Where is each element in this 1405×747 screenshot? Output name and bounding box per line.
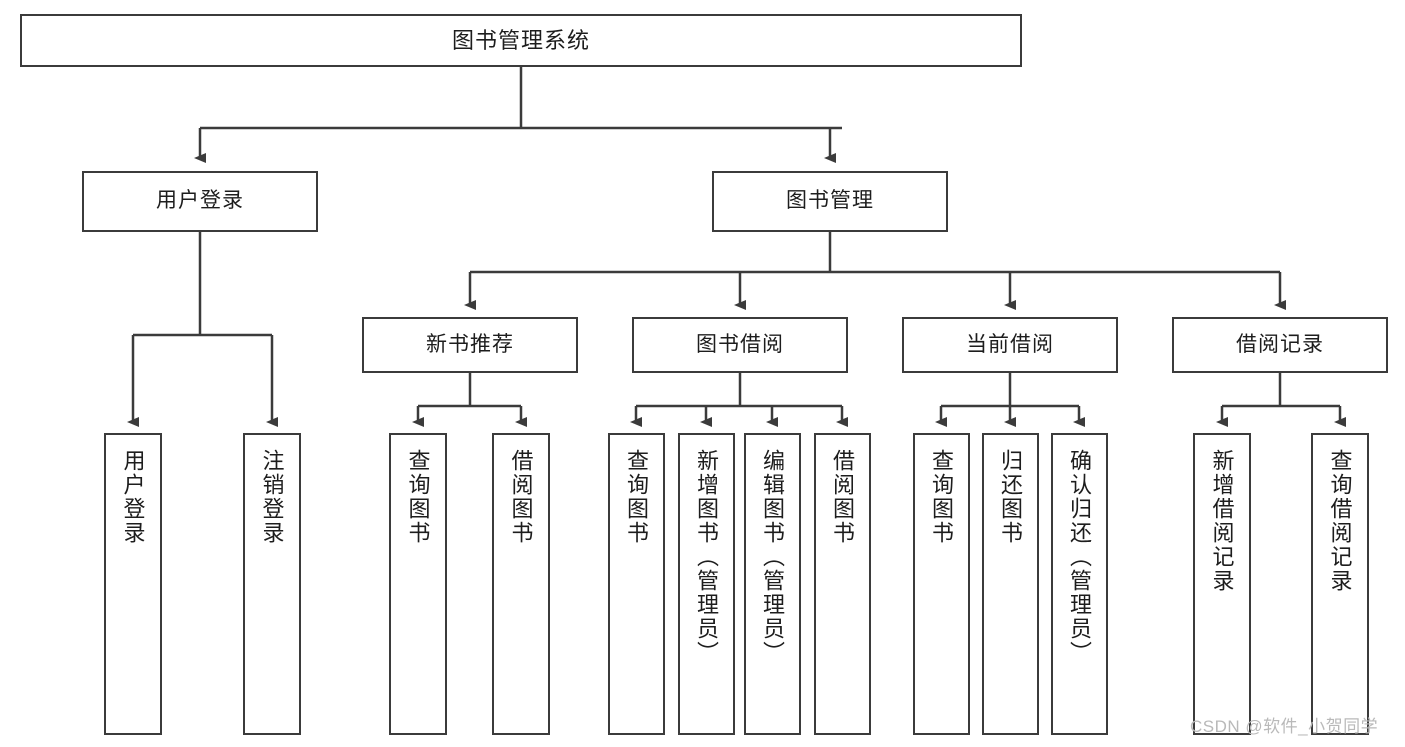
node-leaf-borrow-book-1-label: 借阅图书 xyxy=(508,449,534,545)
node-book-manage-label: 图书管理 xyxy=(786,189,874,213)
node-current-borrow-label: 当前借阅 xyxy=(966,332,1054,356)
node-leaf-logout-label: 注销登录 xyxy=(259,449,285,545)
node-leaf-query-book-3[interactable]: 查询图书 xyxy=(913,433,970,735)
node-user-login[interactable]: 用户登录 xyxy=(82,171,318,232)
node-leaf-edit-book[interactable]: 编辑图书（管理员） xyxy=(744,433,801,735)
node-leaf-confirm-return-label: 确认归还（管理员） xyxy=(1067,449,1093,665)
node-root-system-label: 图书管理系统 xyxy=(451,27,590,53)
node-leaf-add-record-label: 新增借阅记录 xyxy=(1209,449,1235,593)
node-leaf-query-book-2[interactable]: 查询图书 xyxy=(608,433,665,735)
node-user-login-label: 用户登录 xyxy=(156,189,244,213)
node-leaf-add-record[interactable]: 新增借阅记录 xyxy=(1193,433,1251,735)
node-leaf-query-book-3-label: 查询图书 xyxy=(929,449,955,545)
node-new-book-rec-label: 新书推荐 xyxy=(426,332,514,356)
node-leaf-borrow-book-2[interactable]: 借阅图书 xyxy=(814,433,871,735)
node-leaf-query-record-label: 查询借阅记录 xyxy=(1327,449,1353,593)
node-new-book-rec[interactable]: 新书推荐 xyxy=(362,317,578,373)
node-leaf-edit-book-label: 编辑图书（管理员） xyxy=(760,449,786,665)
node-leaf-query-book-2-label: 查询图书 xyxy=(624,449,650,545)
node-leaf-query-record[interactable]: 查询借阅记录 xyxy=(1311,433,1369,735)
node-current-borrow[interactable]: 当前借阅 xyxy=(902,317,1118,373)
node-borrow-record[interactable]: 借阅记录 xyxy=(1172,317,1388,373)
node-book-borrow[interactable]: 图书借阅 xyxy=(632,317,848,373)
node-leaf-add-book-label: 新增图书（管理员） xyxy=(694,449,720,665)
node-leaf-add-book[interactable]: 新增图书（管理员） xyxy=(678,433,735,735)
node-leaf-logout[interactable]: 注销登录 xyxy=(243,433,301,735)
node-leaf-query-book-1[interactable]: 查询图书 xyxy=(389,433,447,735)
node-leaf-query-book-1-label: 查询图书 xyxy=(405,449,431,545)
node-book-borrow-label: 图书借阅 xyxy=(696,332,784,356)
node-root-system[interactable]: 图书管理系统 xyxy=(20,14,1022,67)
node-leaf-user-login[interactable]: 用户登录 xyxy=(104,433,162,735)
node-leaf-borrow-book-1[interactable]: 借阅图书 xyxy=(492,433,550,735)
node-leaf-return-book[interactable]: 归还图书 xyxy=(982,433,1039,735)
node-leaf-return-book-label: 归还图书 xyxy=(998,449,1024,545)
node-borrow-record-label: 借阅记录 xyxy=(1236,332,1324,356)
node-book-manage[interactable]: 图书管理 xyxy=(712,171,948,232)
node-leaf-user-login-label: 用户登录 xyxy=(120,449,146,545)
node-leaf-confirm-return[interactable]: 确认归还（管理员） xyxy=(1051,433,1108,735)
node-leaf-borrow-book-2-label: 借阅图书 xyxy=(830,449,856,545)
